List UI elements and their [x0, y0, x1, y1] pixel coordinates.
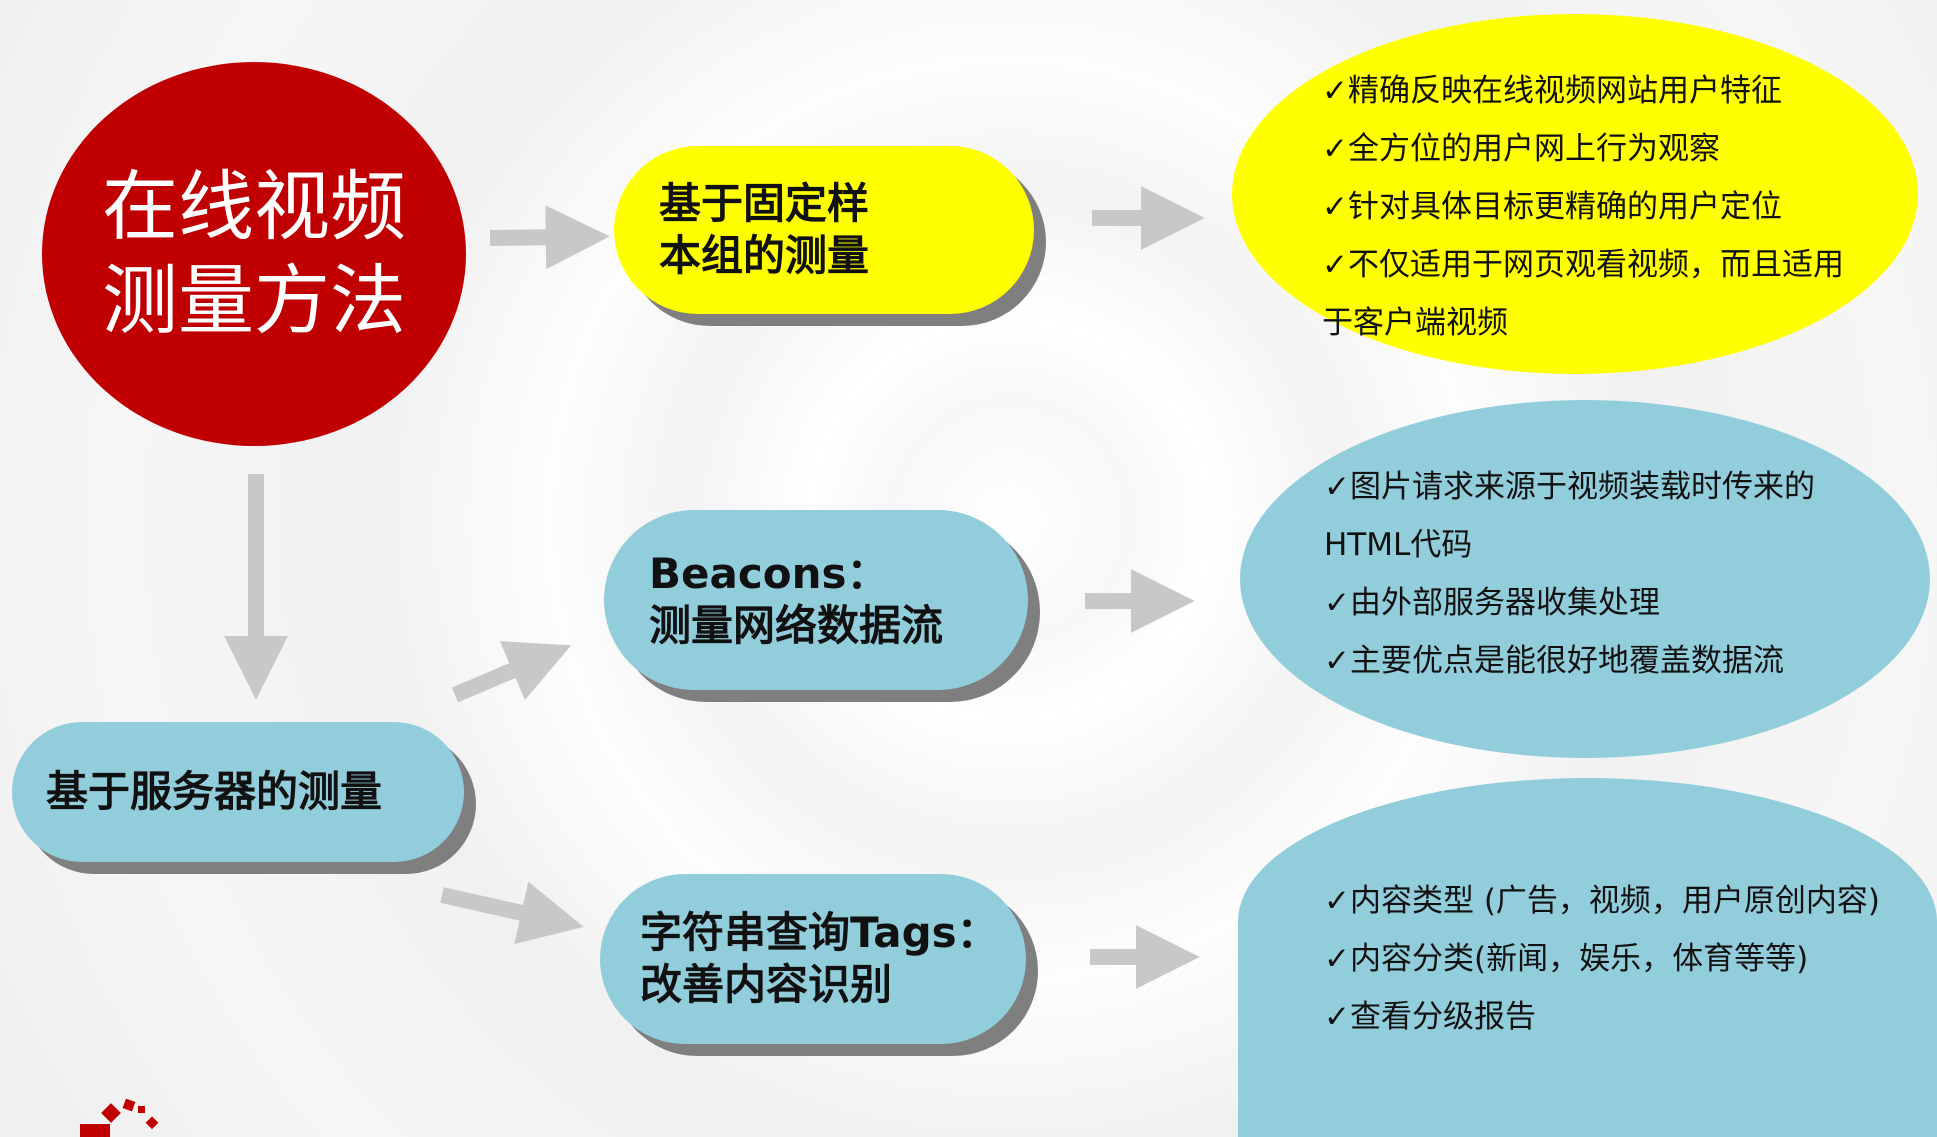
tags-node: 字符串查询Tags： 改善内容识别: [600, 874, 1026, 1044]
panel-point-3: ✓针对具体目标更精确的用户定位: [1322, 189, 1782, 225]
tags-point-2: ✓内容分类(新闻，娱乐，体育等等): [1324, 941, 1809, 977]
tags-point-3: ✓查看分级报告: [1324, 999, 1536, 1035]
panel-point-2: ✓全方位的用户网上行为观察: [1322, 131, 1720, 167]
panel-points-bubble: ✓精确反映在线视频网站用户特征 ✓全方位的用户网上行为观察 ✓针对具体目标更精确…: [1232, 14, 1918, 374]
tags-line-1: 字符串查询Tags：: [640, 908, 999, 957]
server-method-node: 基于服务器的测量: [12, 722, 464, 862]
panel-method-node: 基于固定样 本组的测量: [614, 146, 1034, 314]
beacons-point-2: HTML代码: [1324, 527, 1473, 563]
title-line-1: 在线视频: [102, 162, 406, 251]
panel-method-line-1: 基于固定样: [659, 179, 870, 228]
tags-line-2: 改善内容识别: [640, 960, 893, 1009]
arrow-server-to-beacons: [451, 641, 572, 703]
panel-point-1: ✓精确反映在线视频网站用户特征: [1322, 73, 1782, 109]
arrow-server-to-tags: [440, 881, 584, 945]
beacons-line-2: 测量网络数据流: [649, 601, 944, 650]
tags-points-bubble: ✓内容类型 (广告，视频，用户原创内容) ✓内容分类(新闻，娱乐，体育等等) ✓…: [1238, 778, 1937, 1137]
beacons-point-4: ✓主要优点是能很好地覆盖数据流: [1324, 643, 1784, 679]
panel-method-line-2: 本组的测量: [659, 231, 870, 280]
server-method-label: 基于服务器的测量: [46, 767, 383, 816]
beacons-point-3: ✓由外部服务器收集处理: [1324, 585, 1660, 621]
beacons-points-bubble: ✓图片请求来源于视频装载时传来的 HTML代码 ✓由外部服务器收集处理 ✓主要优…: [1240, 400, 1930, 758]
title-circle: 在线视频 测量方法: [42, 62, 466, 446]
brand-logo-icon: [80, 1098, 159, 1137]
title-line-2: 测量方法: [102, 256, 406, 345]
arrow-title-to-panel: [489, 205, 610, 270]
panel-point-4: ✓不仅适用于网页观看视频，而且适用: [1322, 247, 1844, 283]
beacons-line-1: Beacons：: [649, 549, 889, 598]
panel-point-5: 于客户端视频: [1322, 305, 1508, 341]
beacons-node: Beacons： 测量网络数据流: [604, 510, 1028, 690]
beacons-point-1: ✓图片请求来源于视频装载时传来的: [1324, 469, 1815, 505]
tags-point-1: ✓内容类型 (广告，视频，用户原创内容): [1324, 883, 1881, 919]
